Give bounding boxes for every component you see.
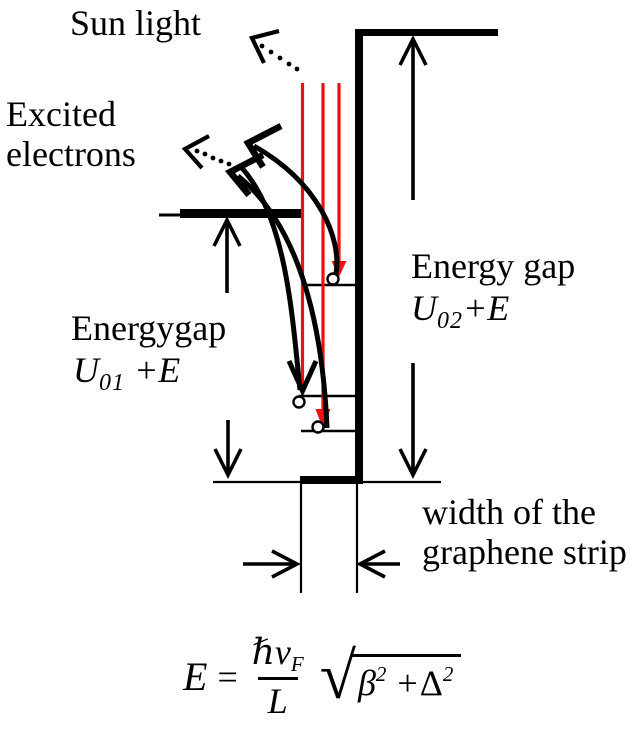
- left-gap-rest: +E: [125, 350, 181, 390]
- excited-electron-curves: [236, 143, 340, 429]
- equation-denominator: L: [257, 677, 298, 719]
- strip-width-line1: width of the: [422, 492, 596, 532]
- term1-base: β: [357, 662, 376, 703]
- left-gap-arrows: [212, 215, 243, 480]
- right-gap-down-arrow-head: [398, 448, 428, 480]
- right-barrier-wall: [355, 29, 363, 484]
- equation-root: √ β2 +Δ2: [319, 639, 462, 713]
- left-gap-subscript: 01: [99, 370, 125, 396]
- strip-width-line2: graphene strip: [422, 532, 627, 573]
- dotted-arrow-middle: [181, 134, 232, 170]
- electron-curve-upper: [252, 143, 340, 275]
- left-barrier-line: [180, 209, 301, 218]
- left-gap-formula: U01 +E: [73, 350, 180, 397]
- sun-light-label: Sun light: [70, 3, 202, 43]
- width-arrow-right-head: [271, 549, 301, 579]
- equation-numerator-sub: F: [290, 652, 304, 676]
- electron-on-level-1: [326, 272, 340, 286]
- excited-electrons-line2: electrons: [6, 134, 136, 175]
- photon-arrow-1-black-head: [286, 359, 319, 398]
- energy-equation: E = ℏvF L √ β2 +Δ2: [183, 634, 462, 719]
- equation-radicand: β2 +Δ2: [351, 653, 462, 703]
- right-gap-rest: +E: [463, 288, 510, 328]
- electron-on-level-3: [311, 420, 325, 434]
- term1-exponent: 2: [375, 661, 387, 686]
- equation-numerator: ℏvF: [248, 634, 308, 677]
- left-gap-title: Energygap: [71, 308, 227, 348]
- right-gap-u: U: [411, 288, 437, 328]
- electron-circles: [292, 272, 340, 434]
- excited-electrons-label: Excited electrons: [6, 94, 136, 175]
- left-gap-up-arrow-head: [212, 215, 242, 247]
- electron-on-level-2: [292, 395, 306, 409]
- term2-exponent: 2: [442, 661, 454, 686]
- right-gap-formula: U02+E: [411, 288, 509, 335]
- dotted-arrow-top: [249, 28, 300, 72]
- equation-numerator-base: ℏv: [251, 632, 291, 672]
- strip-width-label: width of the graphene strip: [422, 492, 627, 573]
- right-barrier-top-line: [355, 29, 498, 36]
- excited-electrons-line1: Excited: [6, 94, 116, 134]
- dotted-arrow-top-head: [249, 28, 280, 64]
- left-gap-u: U: [73, 350, 99, 390]
- equation-fraction: ℏvF L: [248, 634, 308, 719]
- left-gap-down-arrow-head: [213, 448, 243, 480]
- equation-lhs: E: [183, 654, 208, 699]
- electron-curve-lower: [236, 174, 330, 429]
- electron-curve-lower-arrowhead: [224, 152, 265, 198]
- electron-curve-middle: [240, 166, 303, 391]
- equation-equals: =: [217, 656, 238, 697]
- width-arrow-left-head: [356, 549, 386, 579]
- right-gap-title: Energy gap: [411, 246, 576, 286]
- dotted-arrow-middle-head: [181, 134, 211, 170]
- right-gap-up-arrow-head: [398, 34, 428, 66]
- radicand-operator: +: [397, 662, 418, 703]
- radical-sign: √: [319, 639, 356, 713]
- right-gap-arrows: [398, 34, 428, 480]
- dotted-arrow-top-dots: [259, 43, 300, 72]
- term2-base: Δ: [419, 662, 443, 703]
- dotted-arrow-middle-dots: [194, 148, 232, 167]
- strip-width-arrows: [243, 549, 400, 579]
- right-gap-subscript: 02: [437, 308, 463, 334]
- well-bottom-bar: [300, 476, 361, 484]
